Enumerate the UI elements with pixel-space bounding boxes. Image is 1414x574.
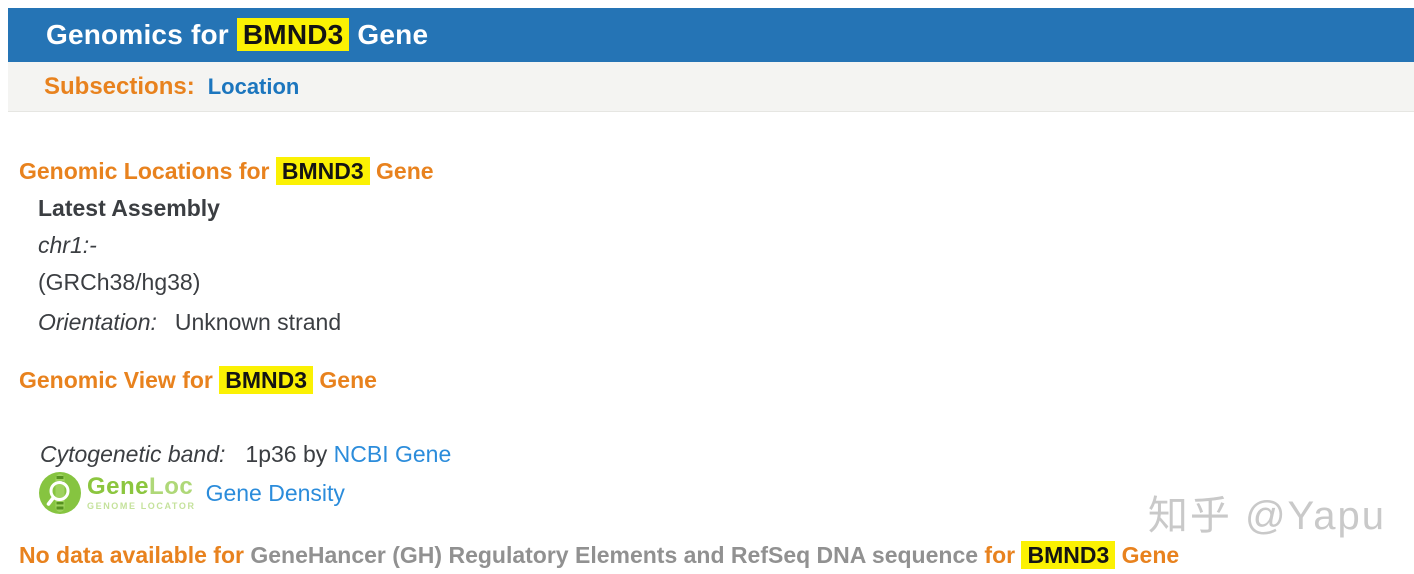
section-header-bar: Genomics for BMND3 Gene — [8, 8, 1414, 62]
geneloc-row: GeneLoc GENOME LOCATOR Gene Density — [38, 469, 345, 517]
gene-symbol-highlight: BMND3 — [236, 18, 350, 51]
genomic-view-heading-prefix: Genomic View for — [19, 367, 213, 393]
no-data-items: GeneHancer (GH) Regulatory Elements and … — [250, 542, 979, 568]
assembly-coordinates: chr1:- — [38, 232, 97, 258]
gene-symbol-highlight: BMND3 — [275, 157, 370, 185]
geneloc-wordmark-gene: Gene — [87, 473, 150, 500]
geneloc-logo-link[interactable]: GeneLoc GENOME LOCATOR — [38, 471, 196, 515]
no-data-prefix: No data available for — [19, 542, 244, 568]
genomic-locations-heading: Genomic Locations for BMND3 Gene — [19, 157, 434, 186]
genomic-locations-heading-prefix: Genomic Locations for — [19, 158, 270, 184]
assembly-build: (GRCh38/hg38) — [38, 269, 201, 295]
genomic-view-heading-suffix: Gene — [319, 367, 377, 393]
page-title-suffix: Gene — [357, 19, 429, 50]
subsections-bar: Subsections: Location — [8, 62, 1414, 112]
latest-assembly-title: Latest Assembly — [38, 195, 220, 221]
page-title: Genomics for BMND3 Gene — [8, 18, 429, 51]
geneloc-wordmark-loc: Loc — [149, 473, 194, 500]
orientation-row: Orientation: Unknown strand — [38, 309, 341, 337]
gene-density-link[interactable]: Gene Density — [205, 479, 345, 506]
cytogenetic-band-row: Cytogenetic band: 1p36 by NCBI Gene — [40, 441, 451, 469]
subsections-label: Subsections: — [44, 72, 195, 100]
cytogenetic-band-value: 1p36 — [245, 441, 297, 467]
watermark: 知乎 @Yapu — [1147, 494, 1386, 538]
cytogenetic-band-label: Cytogenetic band: — [40, 441, 226, 467]
genomic-locations-heading-suffix: Gene — [376, 158, 434, 184]
page-title-prefix: Genomics for — [46, 19, 229, 50]
orientation-label: Orientation: — [38, 309, 157, 335]
geneloc-icon — [38, 471, 82, 515]
geneloc-wordmark: GeneLoc GENOME LOCATOR — [87, 475, 196, 511]
cytogenetic-band-connector: by — [302, 441, 328, 467]
geneloc-tagline: GENOME LOCATOR — [87, 501, 196, 511]
no-data-suffix: Gene — [1121, 542, 1180, 568]
genomic-view-heading: Genomic View for BMND3 Gene — [19, 366, 377, 395]
orientation-value: Unknown strand — [174, 309, 342, 335]
no-data-line: No data available for GeneHancer (GH) Re… — [19, 541, 1180, 570]
ncbi-gene-link[interactable]: NCBI Gene — [333, 441, 452, 467]
no-data-connector: for — [984, 542, 1016, 568]
gene-symbol-highlight: BMND3 — [219, 366, 314, 394]
gene-symbol-highlight: BMND3 — [1021, 541, 1116, 569]
subsection-link-location[interactable]: Location — [207, 73, 300, 99]
